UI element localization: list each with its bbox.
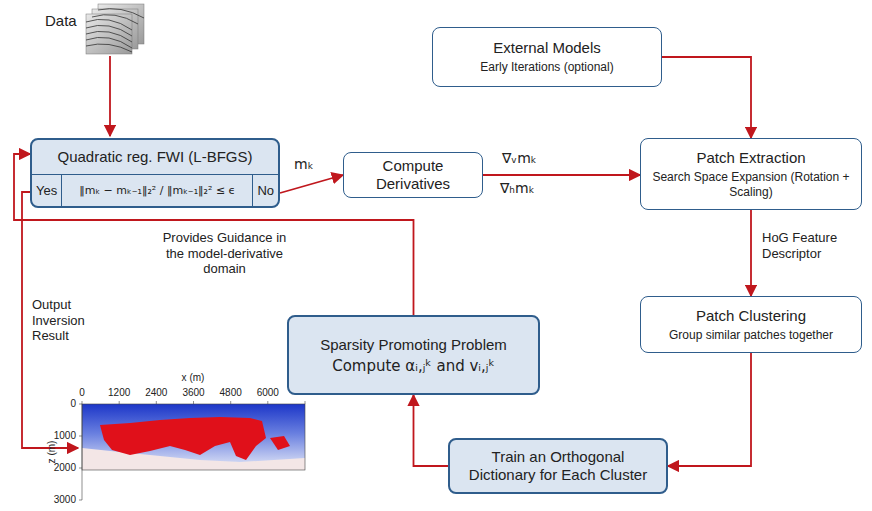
velocity-model bbox=[79, 401, 305, 500]
box-title: Patch Clustering bbox=[696, 307, 806, 325]
flow-arrow bbox=[668, 353, 751, 466]
edge-label: ∇ᵥmₖ bbox=[500, 150, 539, 167]
process-box: Patch ClusteringGroup similar patches to… bbox=[640, 296, 862, 353]
box-title: Patch Extraction bbox=[696, 149, 805, 167]
data-label: Data bbox=[45, 12, 77, 30]
derivative-label: ∇ₕmₖ bbox=[500, 180, 535, 197]
flow-arrow bbox=[750, 210, 752, 296]
box-title: Compute Derivatives bbox=[352, 157, 474, 193]
tick-label: 0 bbox=[79, 387, 85, 399]
box-subtitle: Search Space Expansion (Rotation + Scali… bbox=[649, 170, 853, 199]
flow-arrow bbox=[280, 175, 343, 193]
input-box: External ModelsEarly Iterations (optiona… bbox=[432, 27, 662, 87]
process-box: Sparsity Promoting ProblemCompute αᵢ,ⱼᵏ … bbox=[287, 315, 540, 395]
data-arrow bbox=[109, 56, 111, 136]
axis-title: x (m) bbox=[182, 372, 205, 384]
process-box: Quadratic reg. FWI (L-BFGS)Yes‖mₖ − mₖ₋₁… bbox=[30, 138, 280, 208]
branch-label: No bbox=[252, 175, 278, 206]
edge-label: mₖ bbox=[292, 156, 316, 173]
tick-label: 4800 bbox=[220, 387, 242, 399]
process-box: Compute Derivatives bbox=[343, 152, 483, 198]
box-title: Train an Orthogonal Dictionary for Each … bbox=[458, 448, 658, 484]
flow-arrow bbox=[662, 57, 751, 138]
tick-label: 2400 bbox=[145, 387, 167, 399]
box-subtitle: Compute αᵢ,ⱼᵏ and vᵢ,ⱼᵏ bbox=[332, 357, 495, 375]
process-box: Train an Orthogonal Dictionary for Each … bbox=[448, 438, 668, 494]
edge-label: HoG Feature Descriptor bbox=[760, 230, 854, 261]
box-title: Sparsity Promoting Problem bbox=[320, 336, 507, 354]
tick-label: 2000 bbox=[54, 462, 76, 474]
tick-label: 3600 bbox=[182, 387, 204, 399]
stop-criterion: ‖mₖ − mₖ₋₁‖₂² / ‖mₖ₋₁‖₂² ≤ ϵ bbox=[61, 175, 252, 206]
process-box: Patch ExtractionSearch Space Expansion (… bbox=[640, 138, 862, 210]
tick-label: 3000 bbox=[54, 494, 76, 506]
flow-arrow bbox=[414, 395, 449, 466]
tick-label: 1000 bbox=[54, 430, 76, 442]
axis-title: z (m) bbox=[46, 441, 58, 464]
tick-label: 1200 bbox=[108, 387, 130, 399]
condition-row: Yes‖mₖ − mₖ₋₁‖₂² / ‖mₖ₋₁‖₂² ≤ ϵNo bbox=[32, 175, 278, 206]
output-label: Output Inversion Result bbox=[32, 297, 102, 344]
box-subtitle: Group similar patches together bbox=[669, 328, 833, 342]
box-title: Quadratic reg. FWI (L-BFGS) bbox=[32, 140, 278, 175]
edge-label: Provides Guidance in the model-derivativ… bbox=[150, 230, 299, 277]
tick-label: 0 bbox=[70, 398, 76, 410]
box-title: External Models bbox=[493, 39, 601, 57]
box-subtitle: Early Iterations (optional) bbox=[480, 60, 613, 74]
branch-label: Yes bbox=[32, 175, 61, 206]
data-gathers bbox=[86, 4, 144, 54]
tick-label: 6000 bbox=[257, 387, 279, 399]
flow-arrow bbox=[483, 174, 640, 176]
